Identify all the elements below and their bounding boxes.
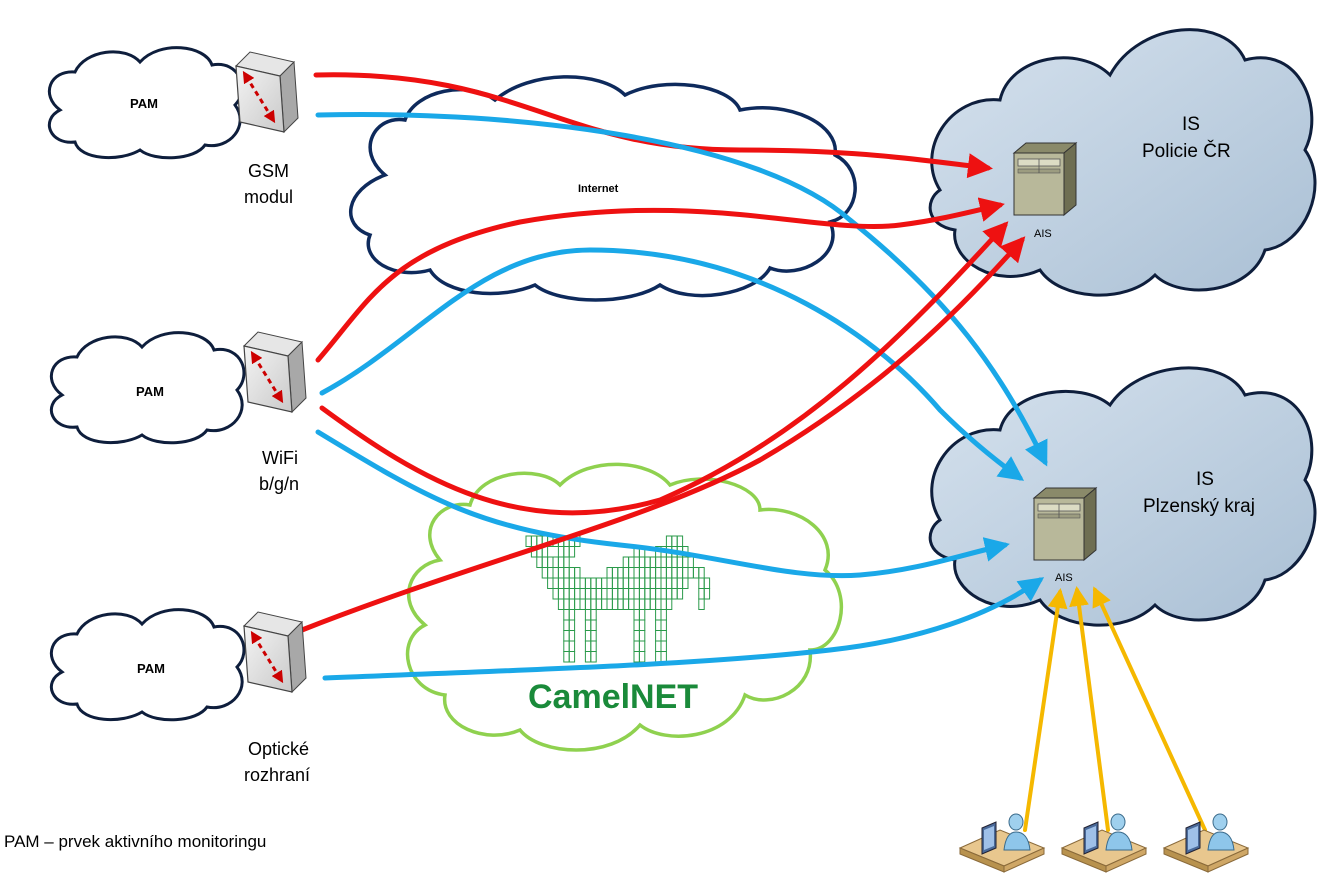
- link-gsm-blue-plzen: [315, 111, 1048, 467]
- gsm-device: [236, 52, 298, 132]
- pam-label-2: PAM: [136, 384, 164, 399]
- user-workstation-icon: [1061, 813, 1147, 873]
- wifi-device: [244, 332, 306, 412]
- link-wifi-red-down-policie: [319, 221, 1009, 516]
- is-policie-cloud: [928, 28, 1317, 297]
- plzen-is-line2: Plzenský kraj: [1143, 496, 1255, 517]
- server-icon: [1033, 487, 1097, 561]
- link-wifi-blue-down-plzen: [315, 429, 1010, 579]
- user-workstation-icon: [1163, 813, 1249, 873]
- plzen-server: [1033, 487, 1097, 561]
- link-user-3: [1092, 586, 1207, 832]
- plzen-ais-label: AIS: [1055, 572, 1073, 584]
- network-switch-icon: [244, 612, 306, 692]
- link-wifi-red-policie: [315, 197, 1005, 363]
- user-workstation-icon: [959, 813, 1045, 873]
- link-optic-red-policie: [299, 236, 1026, 633]
- pam-label-1: PAM: [130, 96, 158, 111]
- pam-cloud-1: [47, 46, 244, 160]
- workstation-1: [959, 813, 1045, 873]
- wifi-label-line2: b/g/n: [259, 474, 299, 494]
- network-switch-icon: [236, 52, 298, 132]
- policie-is-line2: Policie ČR: [1142, 140, 1231, 162]
- internet-label: Internet: [578, 183, 619, 195]
- link-optic-blue-plzen: [322, 577, 1045, 681]
- pam-cloud-3: [49, 608, 246, 722]
- wifi-label-line1: WiFi: [262, 448, 298, 468]
- is-plzen-cloud: [928, 366, 1317, 627]
- links: [299, 72, 1207, 832]
- workstation-2: [1061, 813, 1147, 873]
- optic-device: [244, 612, 306, 692]
- link-wifi-blue-plzen: [319, 247, 1025, 481]
- policie-server: [1013, 142, 1077, 216]
- pam-label-3: PAM: [137, 661, 165, 676]
- workstation-3: [1163, 813, 1249, 873]
- gsm-label-line1: GSM: [248, 161, 289, 181]
- camelnet-label: CamelNET: [528, 678, 698, 716]
- optic-label-line1: Optické: [248, 739, 309, 759]
- link-user-1: [1023, 588, 1068, 832]
- legend-text: PAM – prvek aktivního monitoringu: [4, 832, 267, 851]
- gsm-label-line2: modul: [244, 187, 293, 207]
- policie-ais-label: AIS: [1034, 228, 1052, 240]
- plzen-is-line1: IS: [1196, 469, 1214, 490]
- server-icon: [1013, 142, 1077, 216]
- pam-cloud-2: [49, 331, 246, 445]
- network-switch-icon: [244, 332, 306, 412]
- optic-label-line2: rozhraní: [244, 765, 310, 785]
- policie-is-line1: IS: [1182, 114, 1200, 135]
- link-user-2: [1069, 586, 1110, 832]
